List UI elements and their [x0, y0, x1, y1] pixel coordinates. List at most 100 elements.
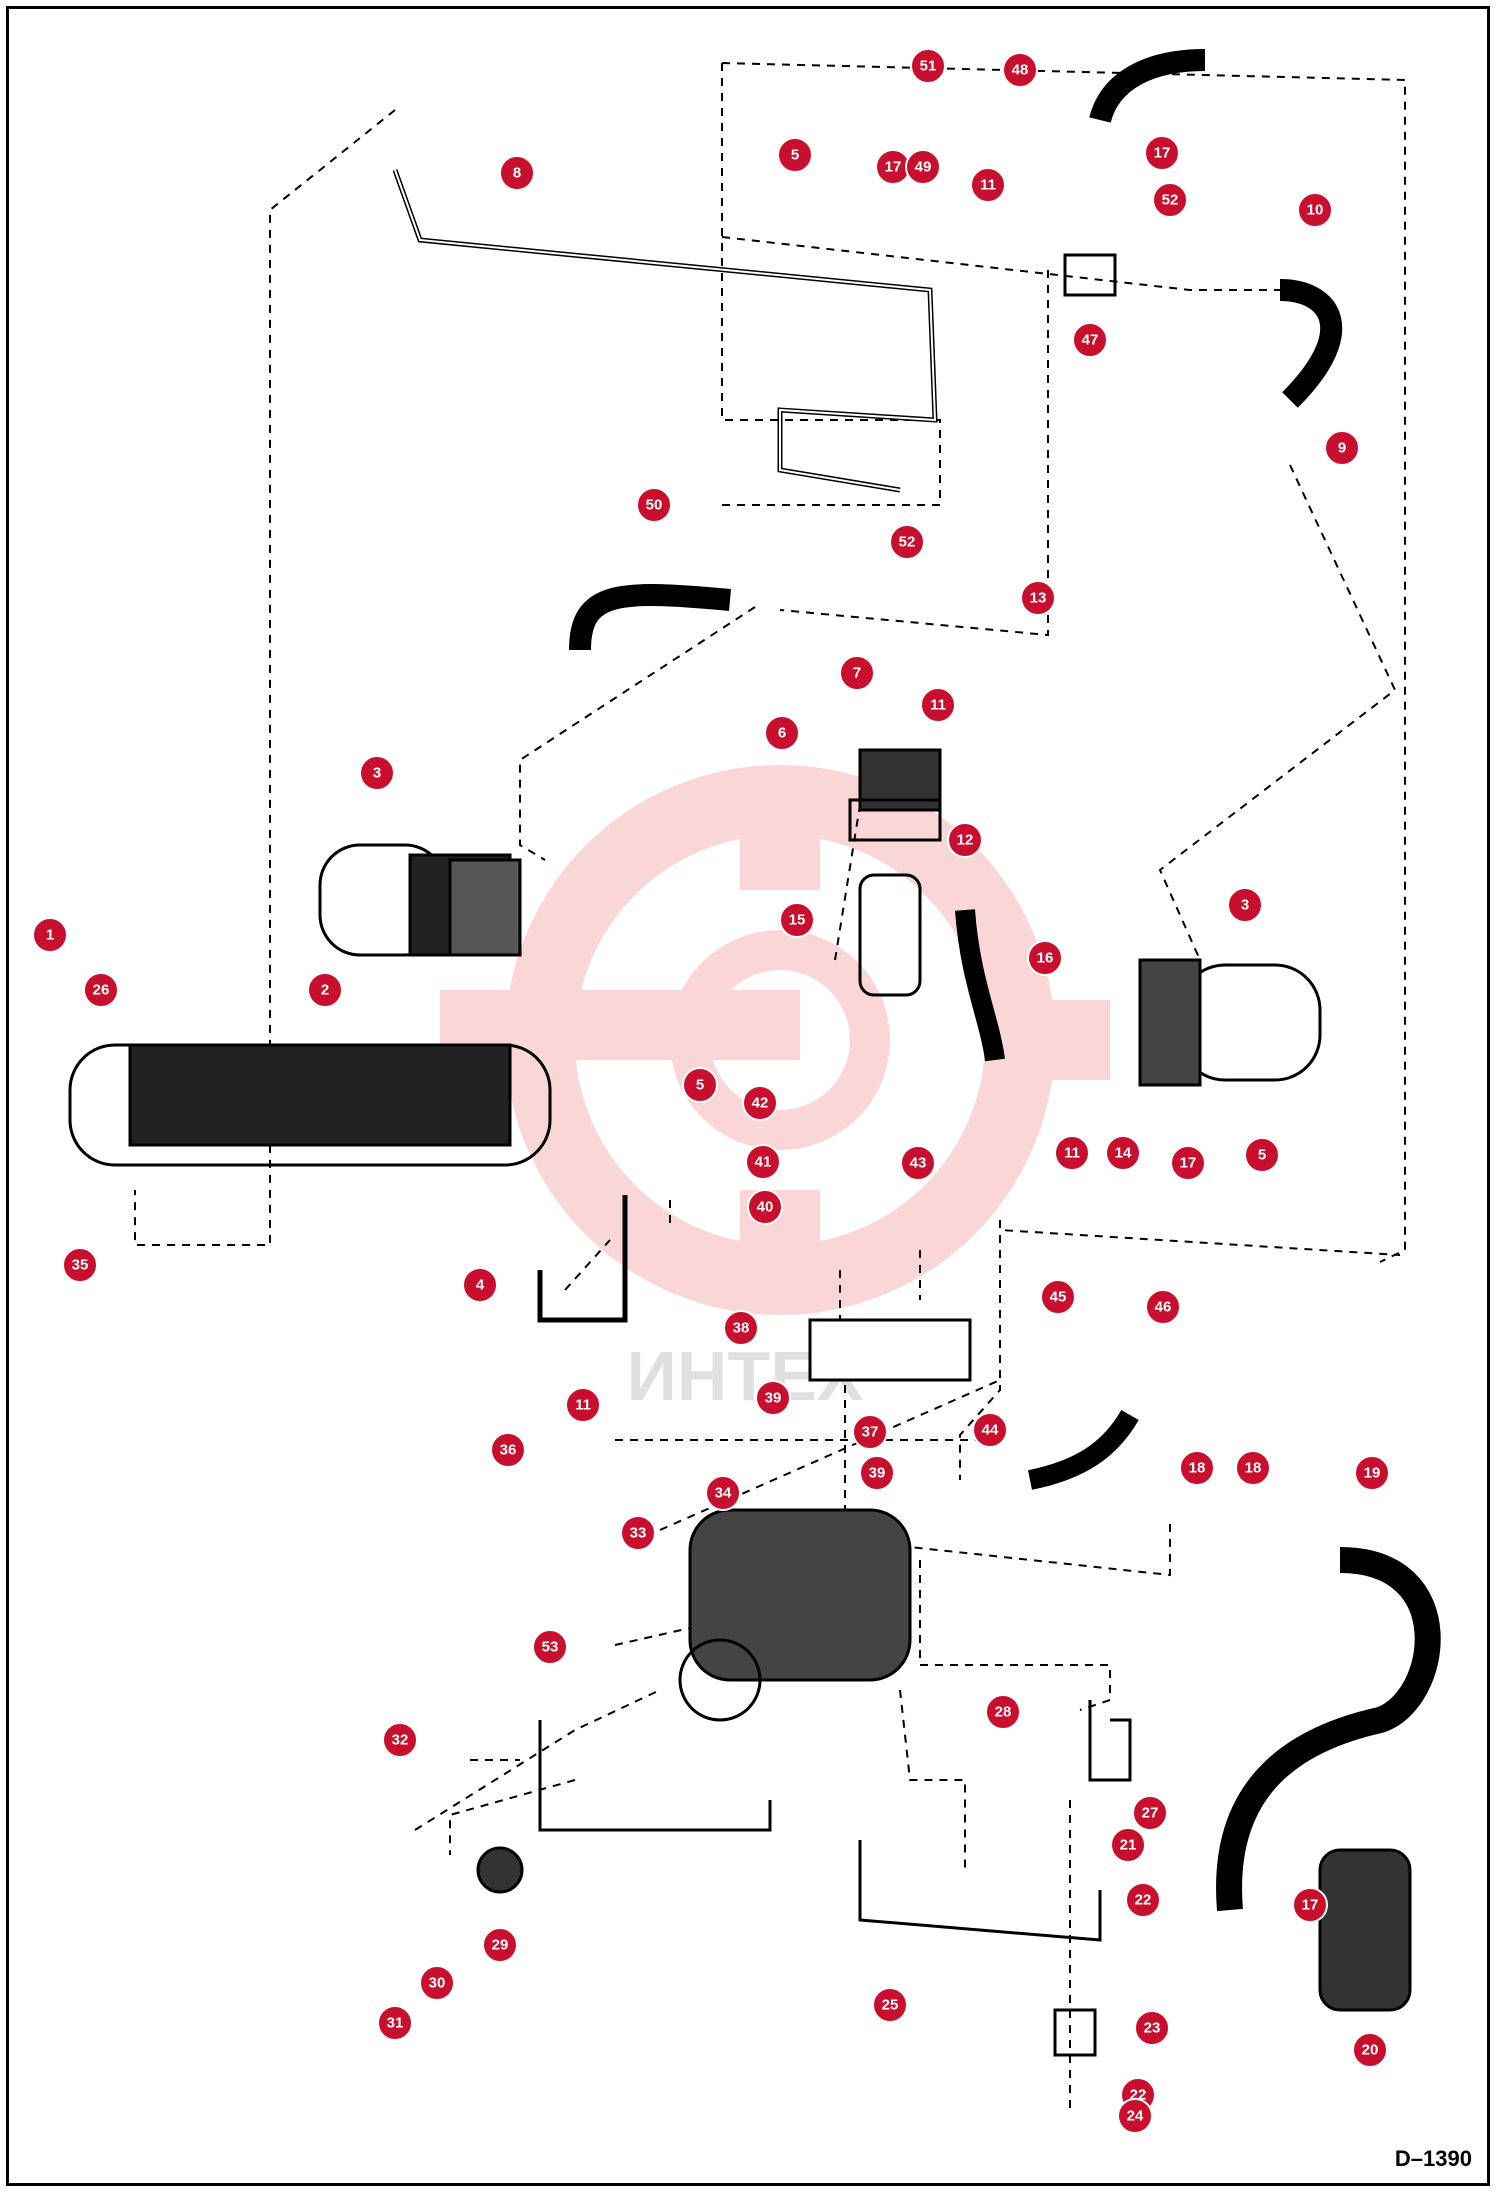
callout-47: 47	[1072, 322, 1108, 358]
callout-18: 18	[1235, 1450, 1271, 1486]
callout-number: 1	[46, 927, 54, 944]
callout-24: 24	[1117, 2098, 1153, 2134]
callout-46: 46	[1145, 1289, 1181, 1325]
bracket-53	[538, 1720, 772, 1832]
callout-18: 18	[1179, 1450, 1215, 1486]
callout-number: 3	[373, 765, 381, 782]
callout-2: 2	[307, 972, 343, 1008]
callout-marker	[920, 687, 956, 723]
hose-50	[569, 584, 731, 651]
callout-marker	[839, 655, 875, 691]
valve-block-38	[808, 1318, 972, 1382]
guide-lines	[134, 62, 1406, 2110]
callout-number: 11	[930, 697, 946, 714]
callout-43: 43	[900, 1145, 936, 1181]
callout-17: 17	[1292, 1887, 1328, 1923]
callout-number: 2	[321, 982, 329, 999]
callout-14: 14	[1105, 1135, 1141, 1171]
callout-number: 52	[1162, 192, 1179, 209]
callout-marker	[705, 1475, 741, 1511]
parts	[68, 49, 1441, 2057]
callout-number: 6	[778, 725, 786, 742]
callout-51: 51	[910, 48, 946, 84]
callout-marker	[83, 972, 119, 1008]
callout-number: 16	[1037, 950, 1054, 967]
callout-number: 53	[542, 1639, 559, 1656]
callout-number: 38	[733, 1320, 750, 1337]
callout-31: 31	[377, 2005, 413, 2041]
callout-45: 45	[1040, 1279, 1076, 1315]
callout-marker	[1054, 1135, 1090, 1171]
callout-20: 20	[1352, 2032, 1388, 2068]
callout-11: 11	[920, 687, 956, 723]
callout-marker	[682, 1067, 718, 1103]
callout-marker	[1105, 1135, 1141, 1171]
callout-5: 5	[1244, 1137, 1280, 1173]
callout-number: 47	[1082, 332, 1099, 349]
callout-52: 52	[889, 524, 925, 560]
callout-number: 45	[1050, 1289, 1067, 1306]
callout-9: 9	[1324, 430, 1360, 466]
callout-number: 29	[492, 1937, 509, 1954]
callout-12: 12	[947, 822, 983, 858]
callout-marker	[1125, 1882, 1161, 1918]
callout-marker	[490, 1432, 526, 1468]
callout-marker	[985, 1694, 1021, 1730]
callout-number: 27	[1142, 1805, 1159, 1822]
callout-number: 31	[387, 2015, 404, 2032]
callout-marker	[1352, 2032, 1388, 2068]
callout-number: 14	[1115, 1145, 1132, 1162]
callout-number: 17	[885, 159, 902, 176]
callout-marker	[307, 972, 343, 1008]
callout-marker	[1027, 940, 1063, 976]
callout-marker	[1117, 2098, 1153, 2134]
callout-number: 9	[1338, 440, 1346, 457]
callout-marker	[1145, 1289, 1181, 1325]
callout-marker	[910, 48, 946, 84]
callout-15: 15	[779, 902, 815, 938]
callout-marker	[636, 487, 672, 523]
callout-27: 27	[1132, 1795, 1168, 1831]
callout-21: 21	[1110, 1827, 1146, 1863]
callout-marker	[779, 902, 815, 938]
callout-number: 18	[1189, 1460, 1206, 1477]
callout-17: 17	[1170, 1145, 1206, 1181]
callout-number: 11	[980, 177, 996, 194]
pump-34	[688, 1508, 912, 1682]
callout-marker	[1002, 52, 1038, 88]
callout-50: 50	[636, 487, 672, 523]
callout-marker	[1297, 192, 1333, 228]
callout-number: 22	[1135, 1892, 1152, 1909]
callout-35: 35	[62, 1247, 98, 1283]
callout-marker	[972, 1412, 1008, 1448]
hose-48	[1089, 49, 1206, 124]
callout-marker	[872, 1987, 908, 2023]
callout-marker	[419, 1965, 455, 2001]
callout-11: 11	[1054, 1135, 1090, 1171]
callout-number: 11	[1064, 1145, 1080, 1162]
spacer-23	[1053, 2008, 1097, 2057]
callout-number: 24	[1127, 2108, 1144, 2125]
valve-20	[1318, 1848, 1412, 2012]
callout-number: 5	[791, 147, 799, 164]
callout-26: 26	[83, 972, 119, 1008]
callout-marker	[1110, 1827, 1146, 1863]
hose-44	[1027, 1409, 1139, 1490]
callout-marker	[620, 1515, 656, 1551]
callout-marker	[499, 155, 535, 191]
callout-number: 39	[869, 1465, 886, 1482]
callout-marker	[1152, 182, 1188, 218]
callout-marker	[745, 1144, 781, 1180]
callout-39: 39	[755, 1380, 791, 1416]
callout-48: 48	[1002, 52, 1038, 88]
callout-marker	[852, 1414, 888, 1450]
callout-number: 21	[1120, 1837, 1137, 1854]
callout-number: 37	[862, 1424, 879, 1441]
callout-marker	[1227, 887, 1263, 923]
callout-marker	[1132, 1795, 1168, 1831]
callout-1: 1	[32, 917, 68, 953]
callout-marker	[859, 1455, 895, 1491]
hose-19	[1216, 1547, 1441, 1912]
callout-marker	[1354, 1455, 1390, 1491]
callout-number: 26	[93, 982, 110, 999]
